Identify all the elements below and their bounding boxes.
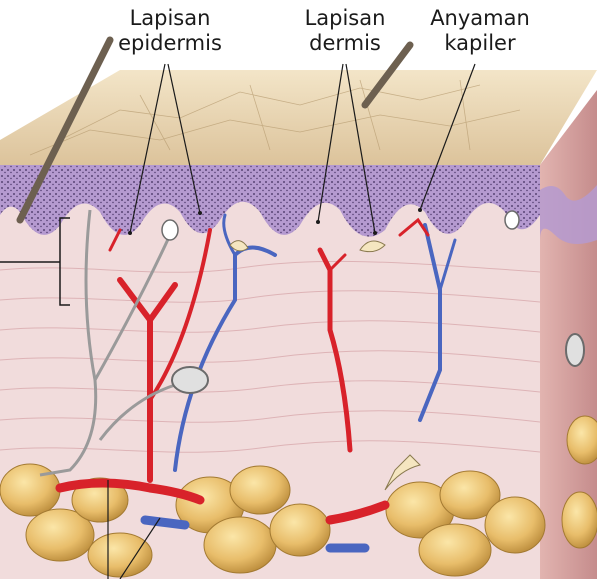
label-capillary-line2: kapiler (420, 31, 540, 56)
label-epidermis: Lapisan epidermis (110, 6, 230, 56)
pacinian-corpuscle-2 (566, 334, 584, 366)
label-dermis: Lapisan dermis (290, 6, 400, 56)
label-dermis-line1: Lapisan (290, 6, 400, 31)
label-capillary-line1: Anyaman (420, 6, 540, 31)
label-capillary: Anyaman kapiler (420, 6, 540, 56)
label-epidermis-line2: epidermis (110, 31, 230, 56)
label-dermis-line2: dermis (290, 31, 400, 56)
pacinian-corpuscle-1 (172, 367, 208, 393)
label-epidermis-line1: Lapisan (110, 6, 230, 31)
